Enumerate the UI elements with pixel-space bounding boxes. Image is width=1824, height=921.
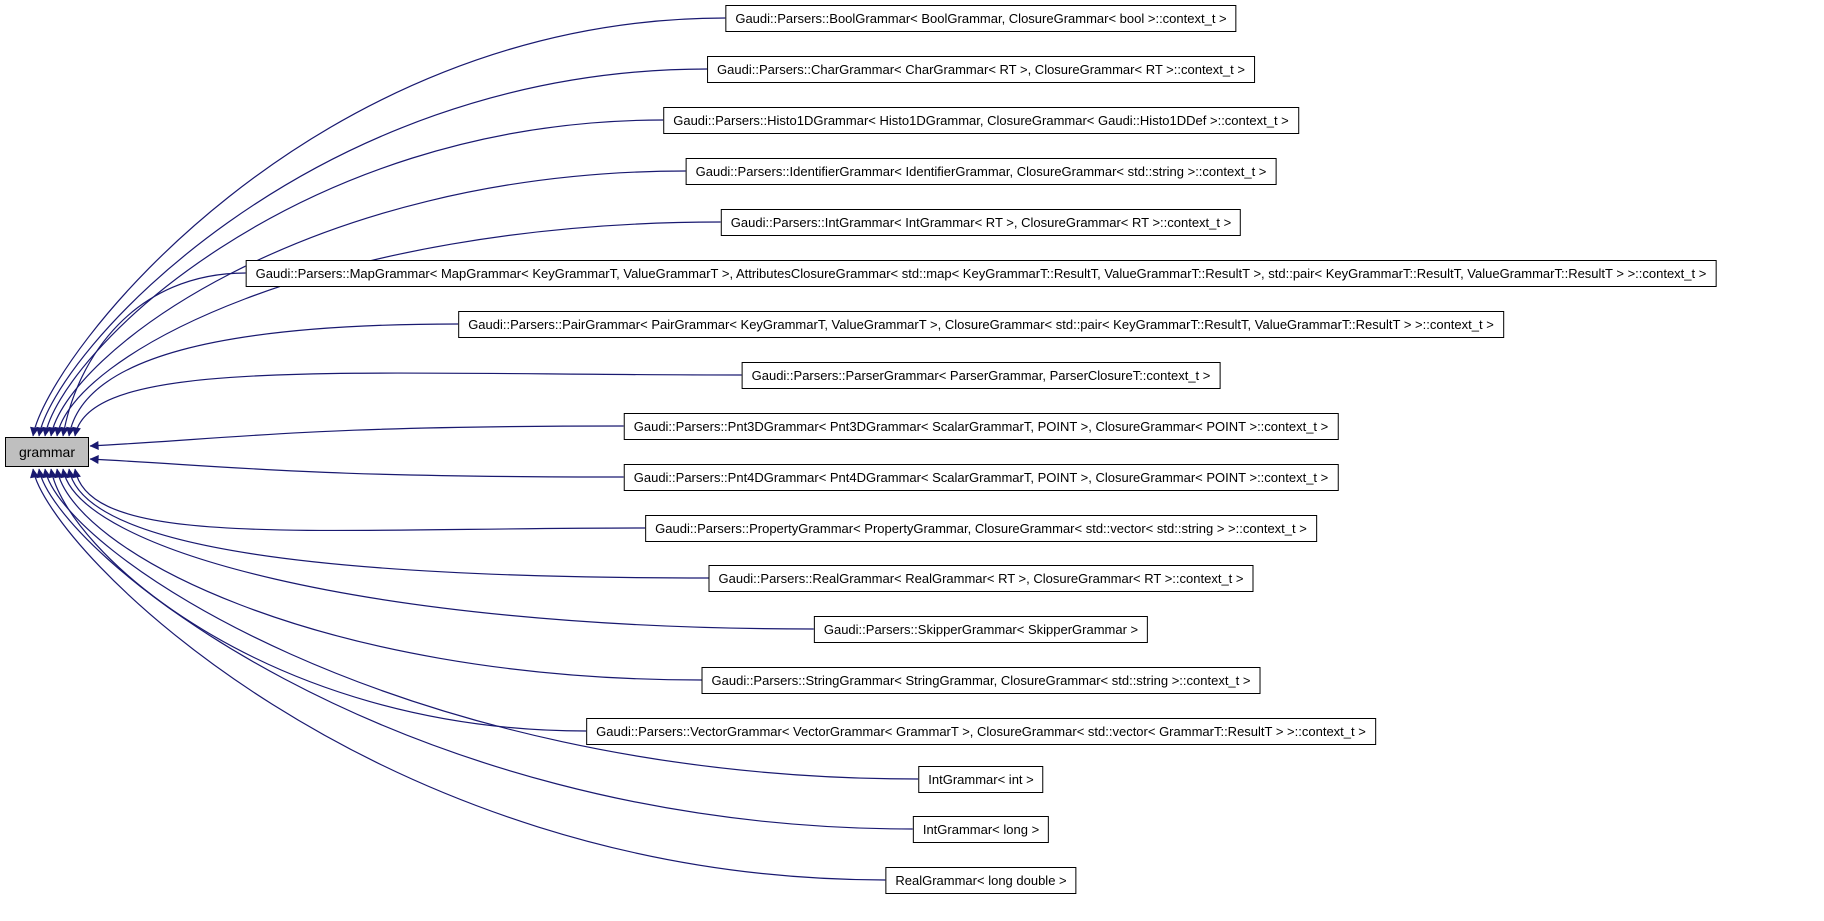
inheritance-edge bbox=[66, 323, 459, 437]
class-node[interactable]: Gaudi::Parsers::MapGrammar< MapGrammar< … bbox=[245, 260, 1717, 287]
inheritance-edge bbox=[60, 272, 246, 437]
inheritance-edge bbox=[36, 468, 913, 830]
inheritance-edge bbox=[30, 468, 886, 881]
inheritance-edge bbox=[30, 17, 726, 437]
base-node-grammar: grammar bbox=[5, 437, 89, 467]
class-node[interactable]: Gaudi::Parsers::Pnt4DGrammar< Pnt4DGramm… bbox=[623, 464, 1339, 491]
edge-group bbox=[30, 17, 919, 881]
inheritance-edge bbox=[66, 468, 709, 579]
inheritance-edge bbox=[54, 221, 721, 437]
class-node[interactable]: IntGrammar< long > bbox=[912, 816, 1050, 843]
inheritance-edge bbox=[72, 468, 646, 532]
class-node[interactable]: Gaudi::Parsers::IntGrammar< IntGrammar< … bbox=[720, 209, 1242, 236]
inheritance-edge bbox=[42, 468, 919, 780]
class-node[interactable]: IntGrammar< int > bbox=[918, 766, 1044, 793]
class-node[interactable]: Gaudi::Parsers::StringGrammar< StringGra… bbox=[701, 667, 1261, 694]
inheritance-edge bbox=[89, 425, 624, 451]
inheritance-edge bbox=[48, 468, 587, 732]
class-node[interactable]: Gaudi::Parsers::RealGrammar< RealGrammar… bbox=[708, 565, 1254, 592]
inheritance-edge bbox=[42, 119, 664, 437]
class-node[interactable]: Gaudi::Parsers::PropertyGrammar< Propert… bbox=[645, 515, 1317, 542]
class-node[interactable]: Gaudi::Parsers::Pnt3DGrammar< Pnt3DGramm… bbox=[623, 413, 1339, 440]
inheritance-edge bbox=[89, 454, 624, 478]
inheritance-edge bbox=[54, 468, 702, 681]
class-node[interactable]: Gaudi::Parsers::BoolGrammar< BoolGrammar… bbox=[725, 5, 1237, 32]
class-node[interactable]: Gaudi::Parsers::SkipperGrammar< SkipperG… bbox=[813, 616, 1149, 643]
class-node[interactable]: Gaudi::Parsers::PairGrammar< PairGrammar… bbox=[458, 311, 1504, 338]
class-node[interactable]: Gaudi::Parsers::VectorGrammar< VectorGra… bbox=[586, 718, 1376, 745]
class-node[interactable]: RealGrammar< long double > bbox=[885, 867, 1077, 894]
class-node[interactable]: Gaudi::Parsers::Histo1DGrammar< Histo1DG… bbox=[663, 107, 1299, 134]
inheritance-edge bbox=[60, 468, 814, 630]
inheritance-edge bbox=[72, 372, 742, 437]
class-node[interactable]: Gaudi::Parsers::IdentifierGrammar< Ident… bbox=[685, 158, 1277, 185]
inheritance-edge bbox=[36, 68, 708, 437]
class-node[interactable]: Gaudi::Parsers::ParserGrammar< ParserGra… bbox=[741, 362, 1221, 389]
class-node[interactable]: Gaudi::Parsers::CharGrammar< CharGrammar… bbox=[707, 56, 1255, 83]
